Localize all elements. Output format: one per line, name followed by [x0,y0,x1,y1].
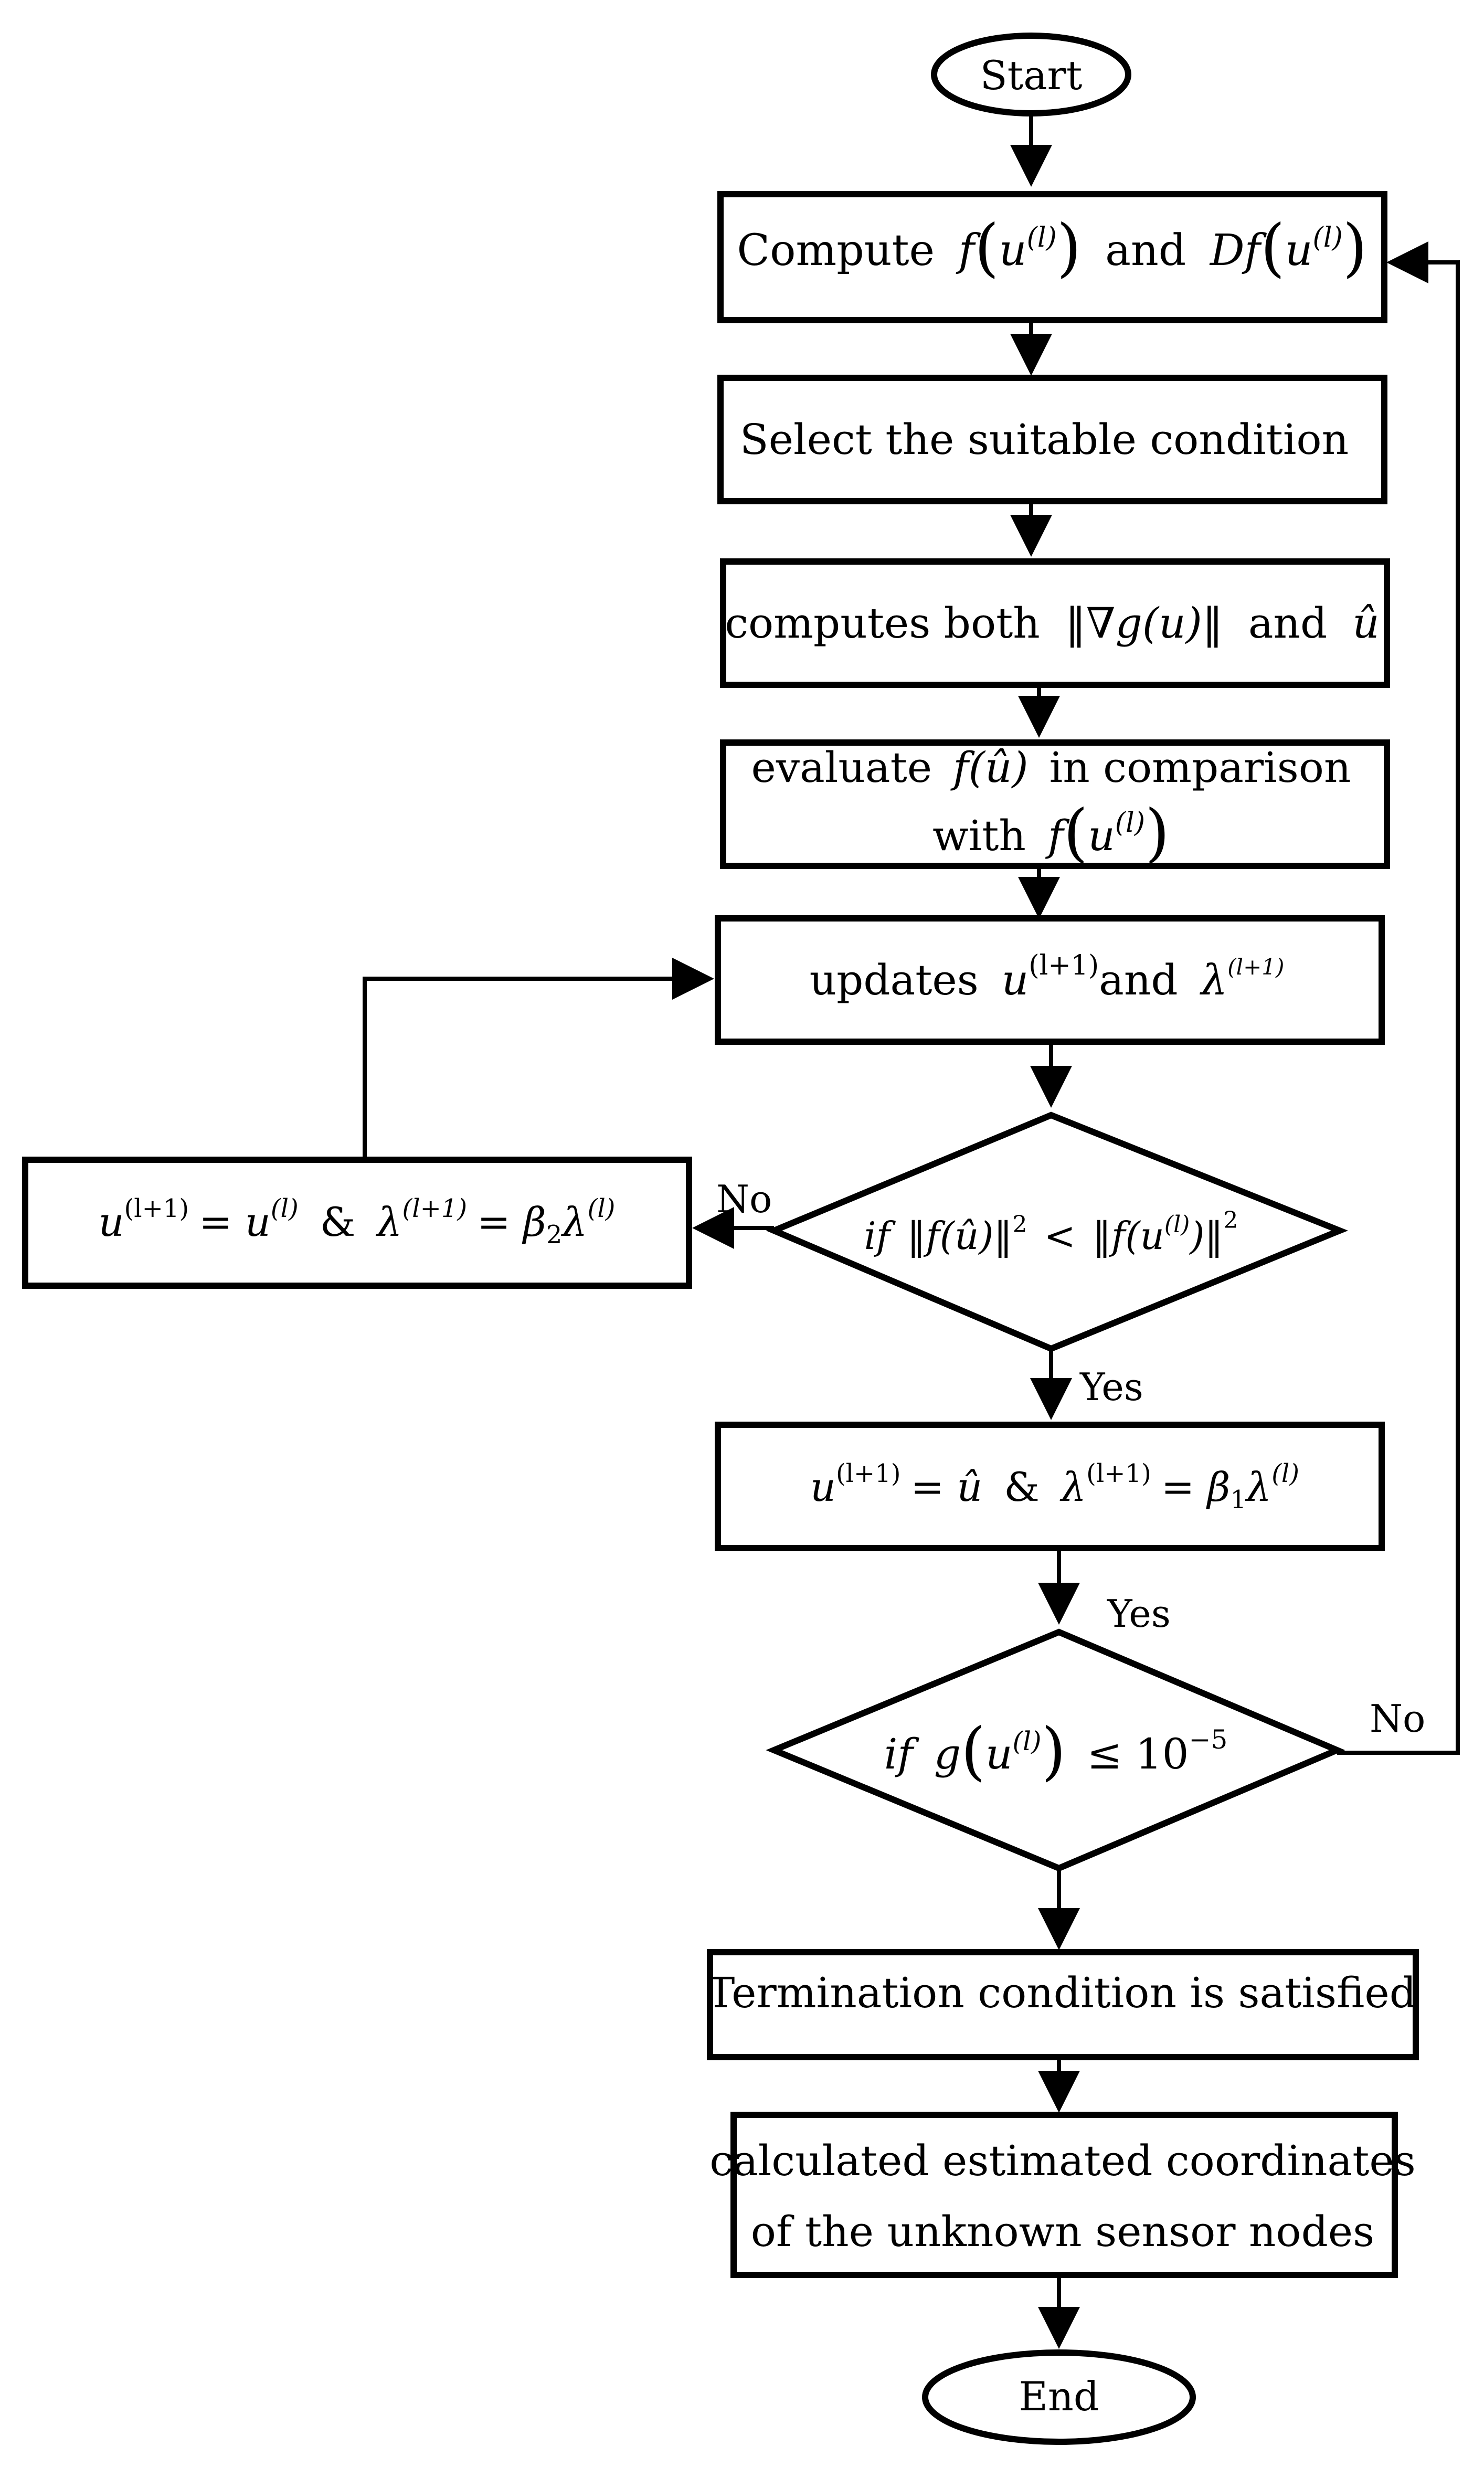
end-terminal [922,2349,1196,2445]
evaluate-line-1: evaluate f(û) in comparison [751,743,1351,792]
edge-no-loop-update [363,958,714,1160]
calc-line-2: of the unknown sensor nodes [751,2207,1374,2256]
cond1-label: if ‖f(û)‖2 < ‖f(u(l))‖2 [864,1199,1238,1258]
select-box [717,375,1387,504]
yes-branch-label: u(l+1) = û & λ(l+1) = β1λ(l) [810,1447,1299,1515]
calc-box [730,2112,1398,2278]
evaluate-line-2: with f(u(l)) [932,797,1170,870]
select-label: Select the suitable condition [740,415,1349,464]
cond1-decision [766,1111,1348,1352]
grad-label: computes both ‖∇g(u)‖ and û [725,599,1380,648]
no-branch-label: u(l+1) = u(l) & λ(l+1) = β2λ(l) [99,1182,616,1249]
edge-label-no-2: No [1370,1697,1425,1741]
terminate-box [707,1949,1419,2060]
edge-label-yes-2: Yes [1107,1592,1171,1636]
yes-branch-box [715,1422,1385,1551]
evaluate-box [720,739,1390,869]
connectors [363,113,1460,2349]
cond2-label: if g(u(l)) ≤ 10−5 [884,1715,1228,1788]
edge-cond2-no-loop [1337,241,1460,1755]
no-branch-box [22,1157,692,1289]
compute-box [717,191,1387,323]
end-label: End [1019,2373,1099,2420]
compute-label: Compute f(u(l)) and Df(u(l)) [737,211,1367,284]
terminate-label: Termination condition is satisfied [707,1968,1416,2017]
update-box [715,915,1385,1045]
start-terminal [931,33,1131,117]
grad-box [720,558,1390,688]
update-label: updates u(l+1)and λ(l+1) [810,950,1285,1004]
calc-line-1: calculated estimated coordinates [709,2136,1416,2185]
edge-label-yes-1: Yes [1079,1365,1143,1409]
start-label: Start [980,52,1083,99]
edge-label-no-1: No [716,1177,772,1221]
cond2-decision [766,1628,1345,1872]
